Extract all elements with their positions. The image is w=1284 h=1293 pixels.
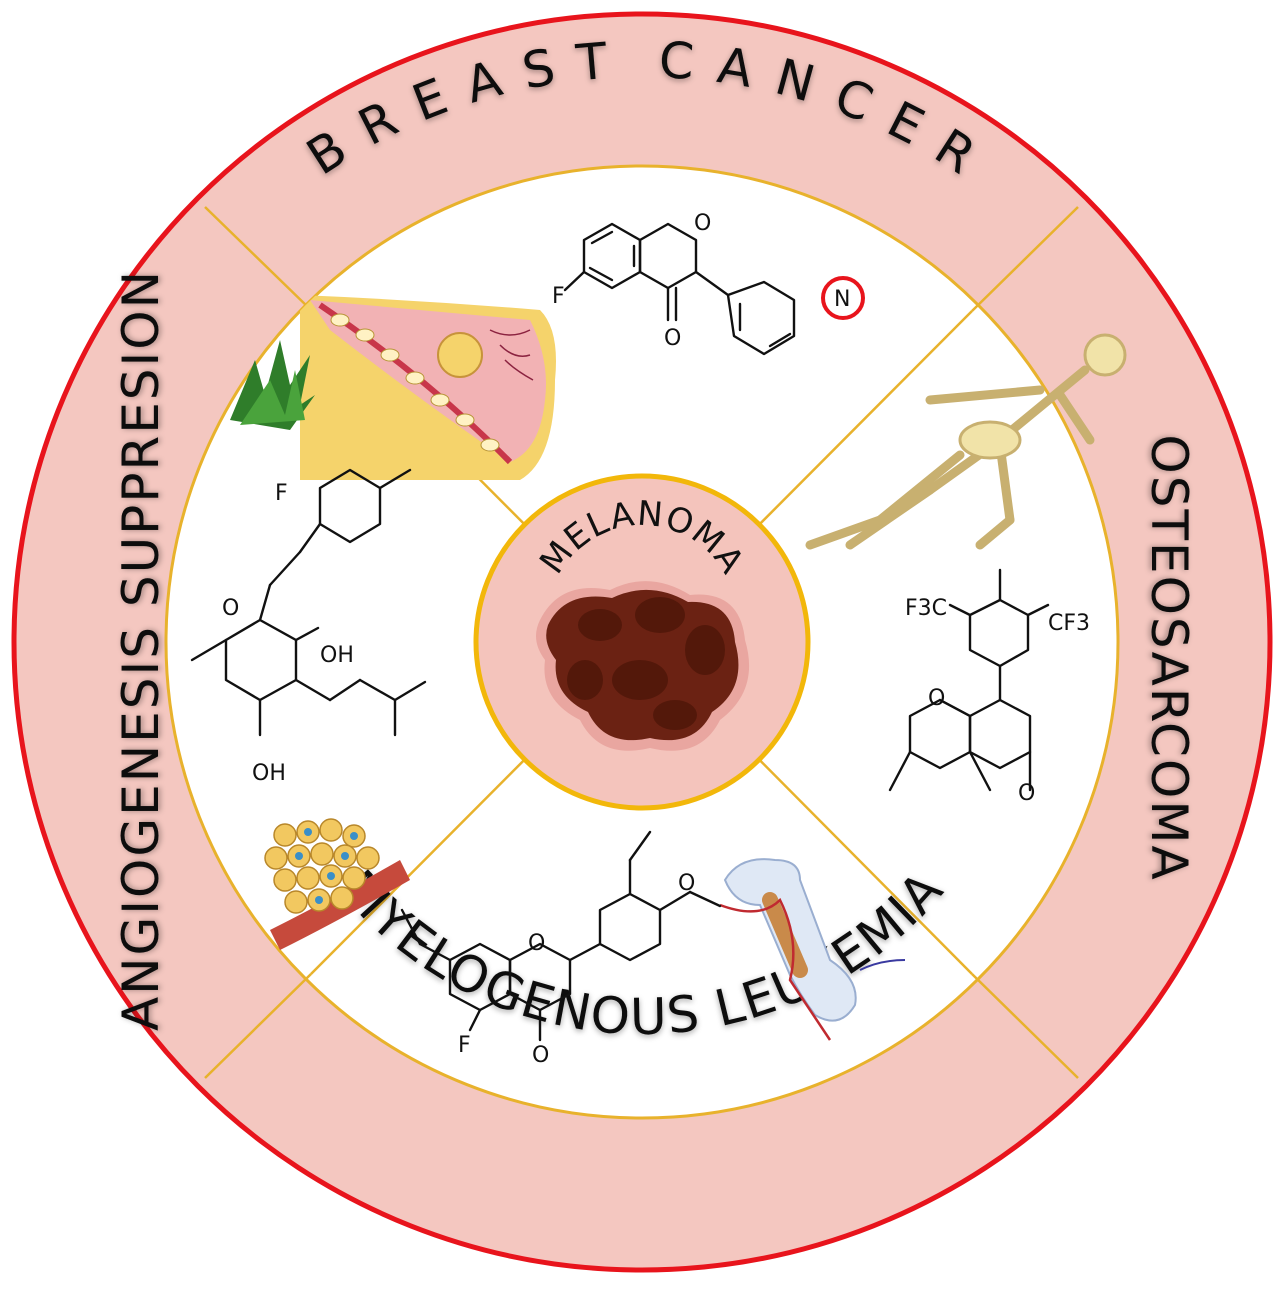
- bottom-o-keto-label: O: [532, 1043, 549, 1068]
- plant-leaves-illustration: [230, 340, 315, 430]
- right-f3c-label: F3C: [905, 596, 947, 621]
- left-oh2-label: OH: [252, 761, 286, 786]
- melanoma-lesion-illustration: [536, 581, 750, 751]
- right-o-ring-label: O: [928, 686, 945, 711]
- tumor-cells-illustration: [264, 818, 410, 950]
- bone-illustration: [719, 858, 906, 1041]
- top-n-label: N: [834, 287, 850, 312]
- left-o-keto-label: O: [222, 596, 239, 621]
- breast-tissue-illustration: [300, 295, 556, 480]
- bottom-f-label: F: [458, 1033, 471, 1058]
- top-o-keto-label: O: [664, 326, 681, 351]
- left-compound-structure: F O OH OH: [190, 468, 427, 786]
- angiogenesis-label: ANGIOGENESIS SUPPRESION: [112, 269, 170, 1031]
- right-cf3-label: CF3: [1048, 611, 1090, 636]
- top-o-ring-label: O: [694, 211, 711, 236]
- top-f-label: F: [552, 284, 565, 309]
- ring-dividers: [204, 206, 1079, 1079]
- left-oh1-label: OH: [320, 643, 354, 668]
- skeleton-illustration: [805, 333, 1127, 550]
- osteosarcoma-label: OSTEOSARCOMA: [1140, 434, 1198, 881]
- right-compound-structure: F3C CF3 O O: [888, 568, 1090, 806]
- right-o-keto-label: O: [1018, 781, 1035, 806]
- pyridine-nitrogen-highlight: [821, 276, 865, 320]
- bottom-o-ring-label: O: [528, 931, 545, 956]
- bottom-o-link-label: O: [678, 871, 695, 896]
- bottom-compound-structure: O O F O: [400, 830, 722, 1068]
- top-compound-structure: F O O N: [552, 211, 865, 356]
- ring-labels: OSTEOSARCOMA ANGIOGENESIS SUPPRESION: [112, 269, 1198, 1031]
- left-f-label: F: [275, 481, 288, 506]
